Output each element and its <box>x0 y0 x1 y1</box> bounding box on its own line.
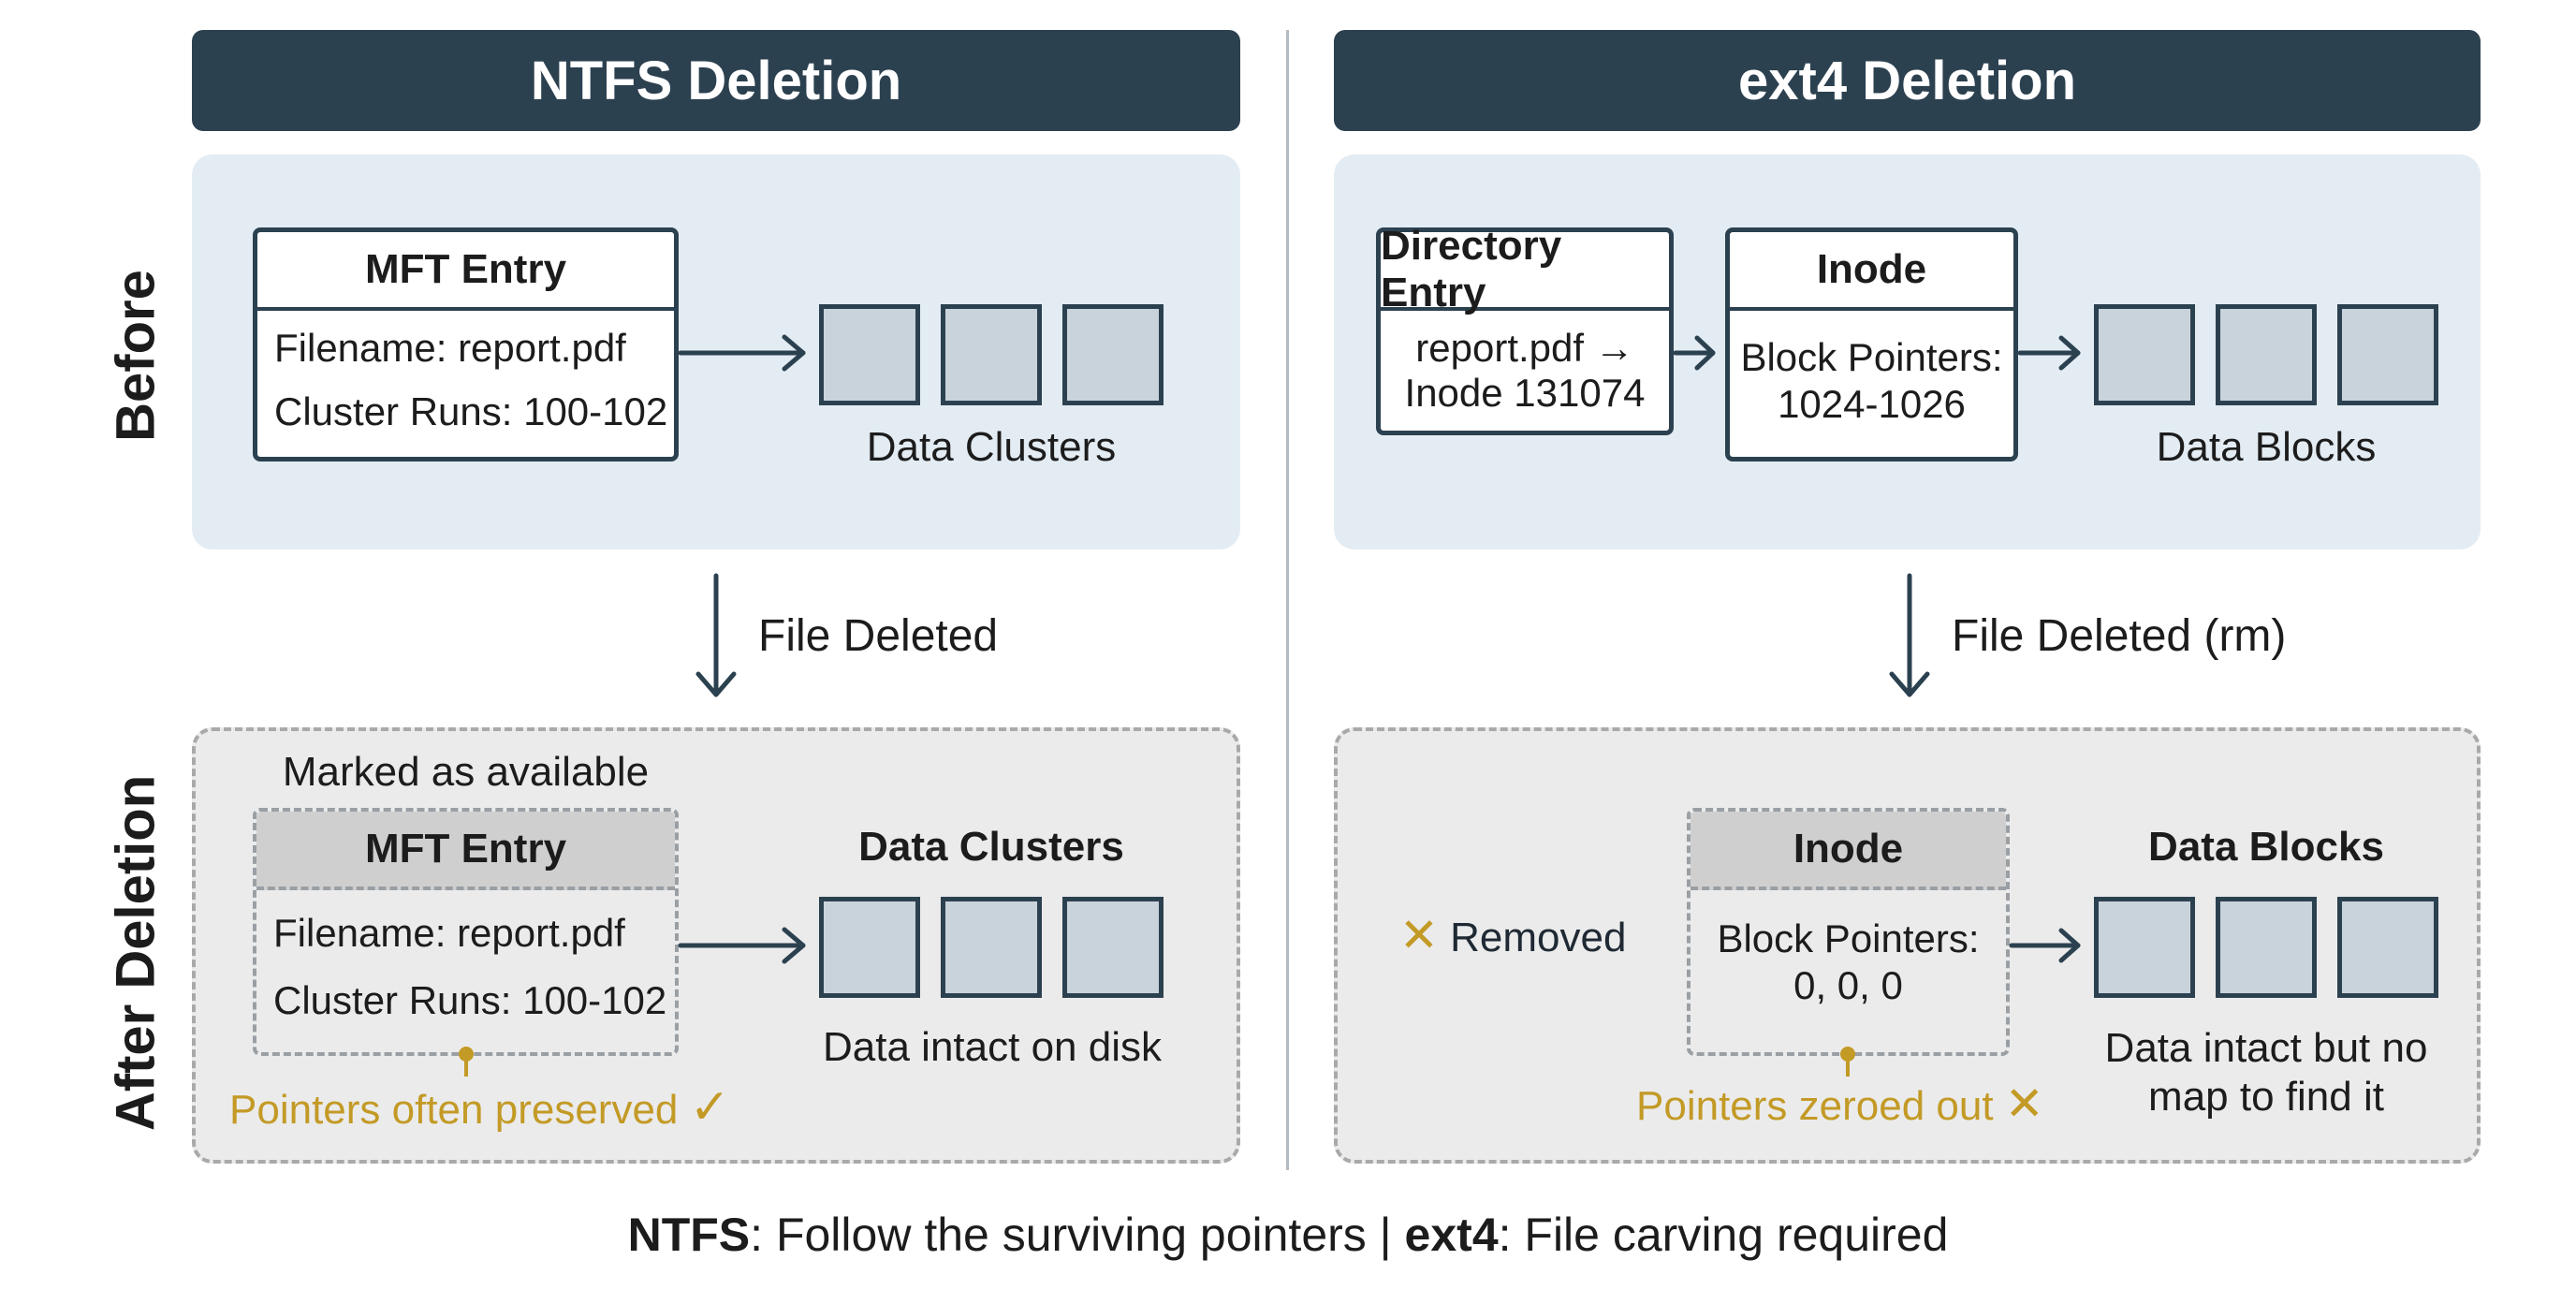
footer-ext4-label: ext4 <box>1404 1209 1499 1261</box>
inode-line-1: Block Pointers: <box>1740 335 2003 379</box>
data-intact-caption: Data intact on disk <box>823 1024 1162 1070</box>
ntfs-file-deleted-label: File Deleted <box>758 611 999 661</box>
data-blocks-title: Data Blocks <box>2148 824 2384 870</box>
caption-line-1: Data intact but no <box>2104 1025 2428 1071</box>
footer-ext4-text: : File carving required <box>1498 1209 1949 1261</box>
mft-entry-title: MFT Entry <box>256 812 675 890</box>
mft-cluster-runs: Cluster Runs: 100-102 <box>274 389 668 433</box>
data-block <box>2216 304 2317 405</box>
pointers-preserved-text: Pointers often preserved <box>229 1087 679 1133</box>
data-cluster-block <box>819 304 920 405</box>
ntfs-mft-entry-deleted-box: MFT Entry Filename: report.pdf Cluster R… <box>253 808 679 1056</box>
data-cluster-block <box>941 304 1042 405</box>
mft-cluster-runs: Cluster Runs: 100-102 <box>273 978 667 1022</box>
data-block <box>2337 304 2438 405</box>
data-block <box>2216 897 2317 998</box>
data-cluster-block <box>819 897 920 998</box>
ntfs-column-header: NTFS Deletion <box>192 30 1240 131</box>
footer-summary: NTFS: Follow the surviving pointers | ex… <box>0 1208 2576 1262</box>
data-blocks-caption: Data Blocks <box>2156 424 2377 470</box>
data-intact-no-map-caption: Data intact but no map to find it <box>2059 1024 2473 1121</box>
inode-box: Inode Block Pointers: 1024-1026 <box>1725 227 2018 462</box>
footer-ntfs-label: NTFS <box>627 1209 751 1261</box>
data-block <box>2337 897 2438 998</box>
inode-zeroed-box: Inode Block Pointers: 0, 0, 0 <box>1687 808 2010 1056</box>
column-divider <box>1286 30 1289 1170</box>
ext4-column-title: ext4 Deletion <box>1738 50 2076 111</box>
directory-entry-line-2: Inode 131074 <box>1404 371 1646 415</box>
pointers-zeroed-text: Pointers zeroed out <box>1636 1083 1994 1129</box>
ext4-column-header: ext4 Deletion <box>1334 30 2481 131</box>
data-cluster-block <box>1062 304 1164 405</box>
footer-ntfs-text: : Follow the surviving pointers | <box>750 1209 1405 1261</box>
mft-filename: Filename: report.pdf <box>274 326 626 370</box>
directory-entry-removed: ✕ Removed <box>1399 908 1626 962</box>
data-block <box>2094 304 2195 405</box>
removed-label: Removed <box>1450 915 1627 960</box>
directory-entry-title: Directory Entry <box>1381 223 1669 315</box>
mft-entry-title: MFT Entry <box>257 232 674 311</box>
ntfs-column-title: NTFS Deletion <box>530 50 902 111</box>
inode-title: Inode <box>1690 812 2006 890</box>
ext4-file-deleted-label: File Deleted (rm) <box>1952 611 2287 661</box>
pointers-zeroed-note: Pointers zeroed out ✕ <box>1636 1077 2044 1131</box>
ntfs-mft-entry-box: MFT Entry Filename: report.pdf Cluster R… <box>253 227 679 462</box>
inode-line-2: 0, 0, 0 <box>1793 963 1903 1007</box>
directory-entry-box: Directory Entry report.pdf → Inode 13107… <box>1376 223 1674 435</box>
inode-line-1: Block Pointers: <box>1717 916 1980 960</box>
pointers-preserved-note: Pointers often preserved ✓ <box>229 1079 730 1136</box>
data-block <box>2094 897 2195 998</box>
directory-entry-line-1: report.pdf → <box>1415 326 1634 370</box>
data-clusters-caption: Data Clusters <box>866 424 1117 470</box>
data-cluster-block <box>1062 897 1164 998</box>
check-icon: ✓ <box>689 1080 731 1135</box>
removed-x-icon: ✕ <box>1399 909 1439 961</box>
x-icon: ✕ <box>2004 1077 2044 1130</box>
data-cluster-block <box>941 897 1042 998</box>
inode-title: Inode <box>1730 232 2013 311</box>
data-clusters-title: Data Clusters <box>858 824 1124 870</box>
mft-filename: Filename: report.pdf <box>273 911 625 955</box>
inode-line-2: 1024-1026 <box>1778 382 1966 426</box>
caption-line-2: map to find it <box>2148 1074 2384 1120</box>
marked-available-label: Marked as available <box>282 749 650 795</box>
